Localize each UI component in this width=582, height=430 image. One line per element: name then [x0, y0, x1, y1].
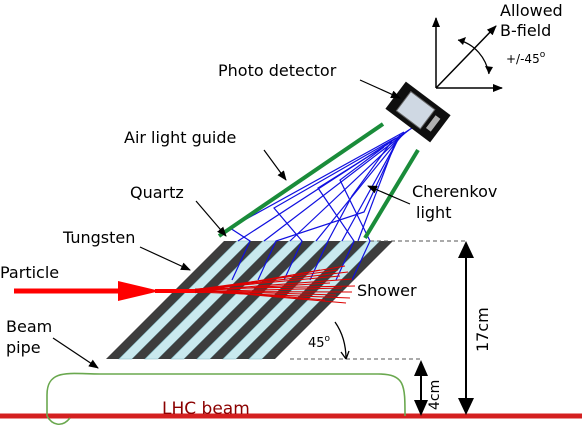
photo-detector-pointer: [360, 80, 400, 98]
quartz-pointer: [196, 201, 226, 236]
lhc-beam-label: LHC beam: [162, 399, 250, 419]
dimension-17cm-label: 17cm: [473, 307, 492, 352]
b-field-label: B-field: [500, 21, 551, 40]
b-field-arc-arrowhead-bottom: [485, 66, 493, 74]
beam-label: Beam: [6, 317, 52, 336]
angle-arc-arrowhead: [341, 351, 349, 359]
air-light-guide-pointer: [264, 150, 286, 180]
b-field-diagonal-axis: [436, 26, 496, 88]
dimension-17cm-arrowhead-bottom: [458, 398, 474, 415]
dimension-17cm-arrowhead-top: [458, 241, 474, 258]
b-field-arc-arrowhead-top: [458, 37, 466, 45]
particle-arrowhead: [118, 281, 160, 301]
dimension-4cm-label: 4cm: [427, 380, 443, 410]
angle-arc: [335, 322, 346, 359]
beam-pipe-pointer: [53, 338, 98, 368]
dimension-4cm-arrowhead-top: [414, 360, 428, 376]
angle-45-label: 45o: [308, 334, 331, 351]
photo-detector: [385, 82, 450, 143]
cherenkov-light-label: light: [416, 203, 451, 222]
photo-detector-label: Photo detector: [218, 61, 337, 80]
b-field-angle-arc: [458, 40, 489, 74]
air-light-guide-label: Air light guide: [124, 128, 236, 147]
calorimeter-plates: [106, 241, 393, 359]
light-guide-left-wall: [219, 124, 383, 236]
pipe-label: pipe: [6, 338, 41, 357]
tungsten-pointer: [140, 247, 190, 270]
particle-label: Particle: [0, 263, 59, 282]
shower-label: Shower: [357, 281, 417, 300]
allowed-label: Allowed: [500, 1, 563, 20]
angle-range-label: +/-45o: [506, 50, 546, 66]
quartz-label: Quartz: [130, 183, 184, 202]
tungsten-label: Tungsten: [62, 228, 135, 247]
cherenkov-ray: [316, 134, 403, 241]
cherenkov-label: Cherenkov: [412, 182, 497, 201]
